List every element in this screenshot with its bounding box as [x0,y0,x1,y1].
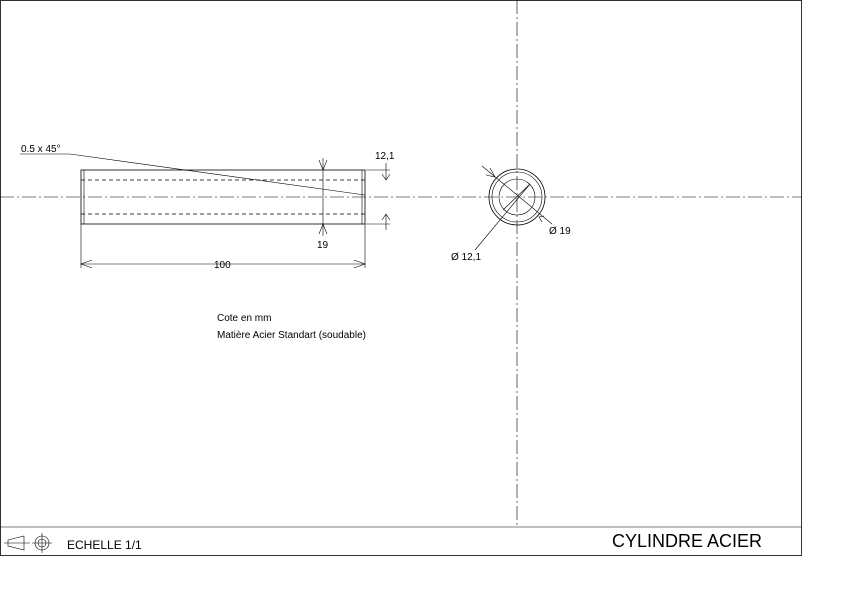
inner-dim-label: 12,1 [375,151,395,162]
outer-dim-label: 19 [317,240,329,251]
bore-circle [498,178,536,216]
arrowhead [381,213,391,221]
drawing-title: CYLINDRE ACIER [612,531,762,551]
first-angle-projection-icon [4,533,52,553]
inner-dimension: 12,1 [366,151,395,230]
inner-diameter-leader [474,183,531,251]
side-view [80,169,366,225]
arrowhead [80,259,93,269]
chamfer-leader-line [69,153,366,196]
chamfer-annotation: 0.5 x 45° [20,144,366,196]
outer-dimension: 19 [317,158,329,251]
outer-diameter-leader [481,165,553,225]
scale-label: ECHELLE 1/1 [67,538,142,552]
chamfer-label: 0.5 x 45° [21,144,61,155]
cylinder-outline [80,169,366,225]
arrowhead [485,167,496,178]
outer-diameter-label: Ø 19 [549,226,571,237]
end-view: Ø 19 Ø 12,1 [451,165,571,263]
length-dimension: 100 [80,224,366,271]
arrowhead [318,223,328,235]
length-dim-label: 100 [214,260,231,271]
note-material: Matière Acier Standart (soudable) [217,330,366,341]
inner-diameter-line [502,183,531,211]
outer-circle [488,168,546,226]
arrowhead [381,173,391,181]
arrowhead [353,259,366,269]
arrowhead [318,159,328,171]
arrowhead [538,215,545,223]
sheet-frame [0,0,802,556]
chamfer-circle [491,171,543,223]
note-units: Cote en mm [217,313,271,324]
inner-diameter-label: Ø 12,1 [451,252,481,263]
